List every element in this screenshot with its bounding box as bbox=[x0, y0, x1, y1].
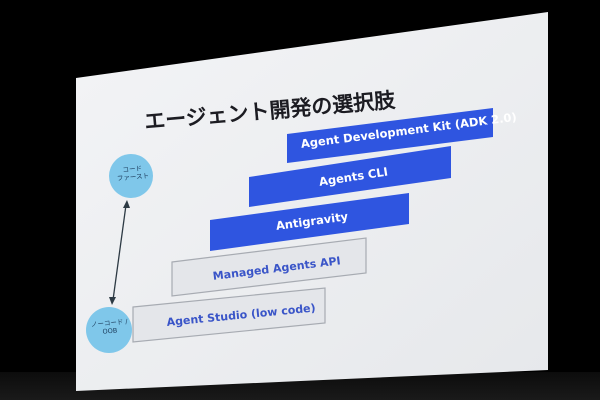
code-first-circle bbox=[109, 154, 153, 198]
option-box-agents-cli bbox=[249, 146, 451, 207]
no-code-label-line2: OOB bbox=[102, 326, 118, 336]
option-box-agent-studio bbox=[132, 287, 326, 343]
screen-surface bbox=[76, 12, 548, 391]
spectrum-arrow bbox=[109, 200, 130, 305]
option-box-managed-agents bbox=[171, 237, 367, 297]
option-box-antigravity bbox=[210, 193, 409, 251]
option-box-adk bbox=[287, 108, 493, 163]
no-code-circle bbox=[86, 307, 132, 353]
